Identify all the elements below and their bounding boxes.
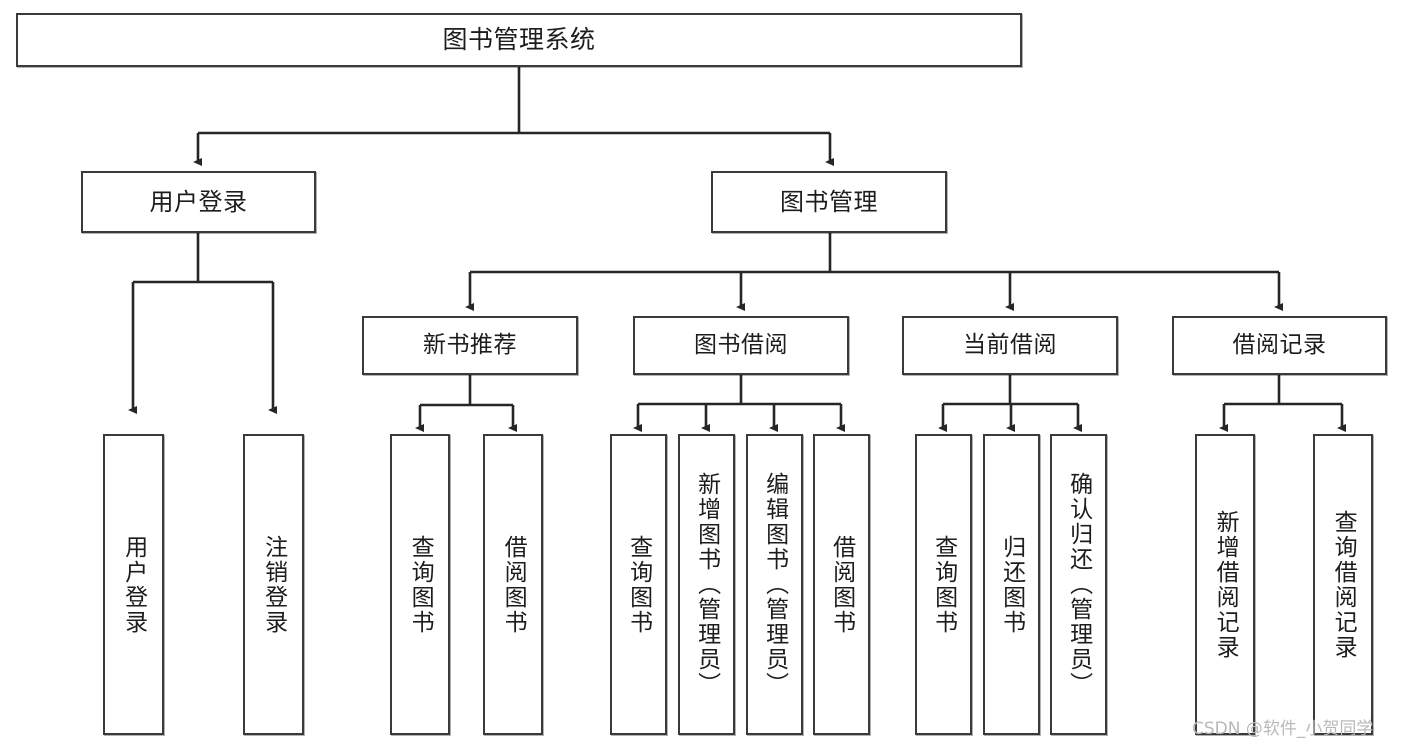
node-label: 当前借阅 [963, 332, 1057, 359]
node-label: 查询图书 [625, 534, 652, 635]
leaf-current-return-book[interactable]: 归还图书 [983, 434, 1040, 735]
leaf-borrow-query-book[interactable]: 查询图书 [610, 434, 667, 735]
leaf-record-add[interactable]: 新增借阅记录 [1195, 434, 1255, 735]
node-label: 图书借阅 [694, 332, 788, 359]
node-new-book-recommend[interactable]: 新书推荐 [362, 316, 578, 375]
node-label: 借阅记录 [1232, 332, 1327, 359]
leaf-current-query-book[interactable]: 查询图书 [915, 434, 972, 735]
node-label: 借阅图书 [500, 534, 527, 635]
leaf-current-confirm-return-admin[interactable]: 确认归还（管理员） [1050, 434, 1107, 735]
node-book-management[interactable]: 图书管理 [711, 171, 947, 233]
leaf-user-login-signin[interactable]: 用户登录 [103, 434, 164, 735]
node-label: 新增借阅记录 [1212, 509, 1239, 660]
csdn-watermark: CSDN @软件_小贺同学 [1192, 719, 1374, 739]
leaf-record-query[interactable]: 查询借阅记录 [1313, 434, 1373, 735]
node-label: 新书推荐 [423, 332, 517, 359]
node-label: 图书管理 [780, 188, 878, 216]
node-label: 查询借阅记录 [1330, 509, 1357, 660]
node-label: 注销登录 [260, 534, 287, 635]
leaf-new-book-query[interactable]: 查询图书 [390, 434, 450, 735]
leaf-new-book-borrow[interactable]: 借阅图书 [483, 434, 543, 735]
node-label: 查询图书 [930, 534, 957, 635]
node-current-borrow[interactable]: 当前借阅 [902, 316, 1118, 375]
node-label: 图书管理系统 [442, 25, 596, 55]
node-label: 查询图书 [407, 534, 434, 635]
leaf-borrow-borrow-book[interactable]: 借阅图书 [813, 434, 870, 735]
node-label: 确认归还（管理员） [1065, 472, 1092, 697]
node-label: 借阅图书 [828, 534, 855, 635]
node-book-borrow[interactable]: 图书借阅 [633, 316, 849, 375]
node-label: 编辑图书（管理员） [761, 472, 788, 697]
node-label: 新增图书（管理员） [693, 472, 720, 697]
node-root-system[interactable]: 图书管理系统 [16, 13, 1022, 67]
node-label: 用户登录 [120, 534, 147, 635]
leaf-borrow-edit-book-admin[interactable]: 编辑图书（管理员） [746, 434, 803, 735]
node-label: 归还图书 [998, 534, 1025, 635]
node-borrow-record[interactable]: 借阅记录 [1172, 316, 1387, 375]
leaf-user-login-signout[interactable]: 注销登录 [243, 434, 304, 735]
node-user-login[interactable]: 用户登录 [81, 171, 316, 233]
node-label: 用户登录 [149, 188, 248, 216]
leaf-borrow-add-book-admin[interactable]: 新增图书（管理员） [678, 434, 735, 735]
